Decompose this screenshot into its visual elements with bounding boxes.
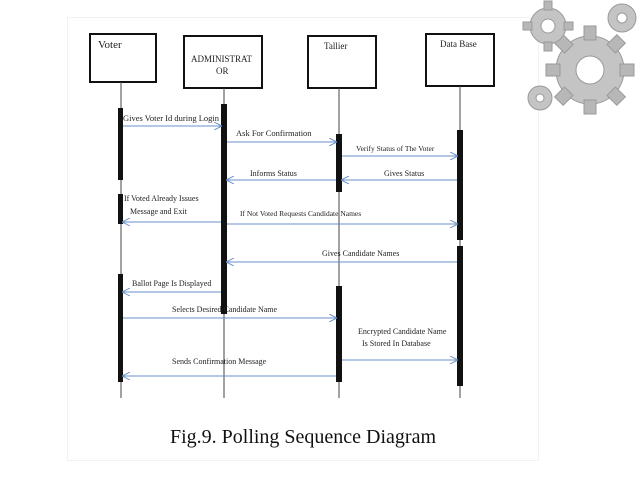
activation-admin — [221, 104, 227, 314]
label-m10: Selects Desired Candidate Name — [172, 305, 278, 314]
sequence-diagram: Voter ADMINISTRAT OR Tallier Data Base — [89, 33, 495, 398]
label-m1: Gives Voter Id during Login — [123, 113, 220, 123]
participant-tallier: Tallier — [307, 35, 377, 89]
participant-database: Data Base — [425, 33, 495, 87]
figure-frame: Voter ADMINISTRAT OR Tallier Data Base — [68, 18, 538, 460]
label-m9: Ballot Page Is Displayed — [132, 279, 211, 288]
label-m6-line1: If Voted Already Issues — [124, 194, 199, 203]
gears-decoration-icon — [522, 0, 637, 115]
activation-voter-3 — [118, 274, 123, 382]
activation-database-1 — [457, 130, 463, 240]
label-m8: Gives Candidate Names — [322, 249, 399, 258]
participant-voter-label: Voter — [98, 39, 122, 51]
label-m11-line1: Encrypted Candidate Name — [358, 327, 447, 336]
label-m12: Sends Confirmation Message — [172, 357, 267, 366]
activation-voter-1 — [118, 108, 123, 180]
participant-admin-label-2: OR — [216, 66, 229, 76]
label-m11-line2: Is Stored In Database — [362, 339, 431, 348]
figure-caption: Fig.9. Polling Sequence Diagram — [169, 426, 437, 448]
label-m3: Verify Status of The Voter — [356, 144, 435, 153]
label-m5: Informs Status — [250, 169, 297, 178]
label-m6-line2: Message and Exit — [130, 207, 188, 216]
participant-administrator: ADMINISTRAT OR — [183, 35, 263, 89]
label-m2: Ask For Confirmation — [236, 128, 312, 138]
label-m7: If Not Voted Requests Candidate Names — [240, 209, 361, 218]
activation-database-2 — [457, 246, 463, 386]
activation-tallier-2 — [336, 286, 342, 382]
participant-tallier-label: Tallier — [324, 41, 347, 51]
activations — [118, 104, 463, 386]
label-m4: Gives Status — [384, 169, 424, 178]
participant-database-label: Data Base — [440, 39, 477, 49]
activation-voter-2 — [118, 194, 123, 224]
participant-voter: Voter — [89, 33, 157, 83]
participant-admin-label-1: ADMINISTRAT — [191, 54, 253, 64]
activation-tallier-1 — [336, 134, 342, 192]
